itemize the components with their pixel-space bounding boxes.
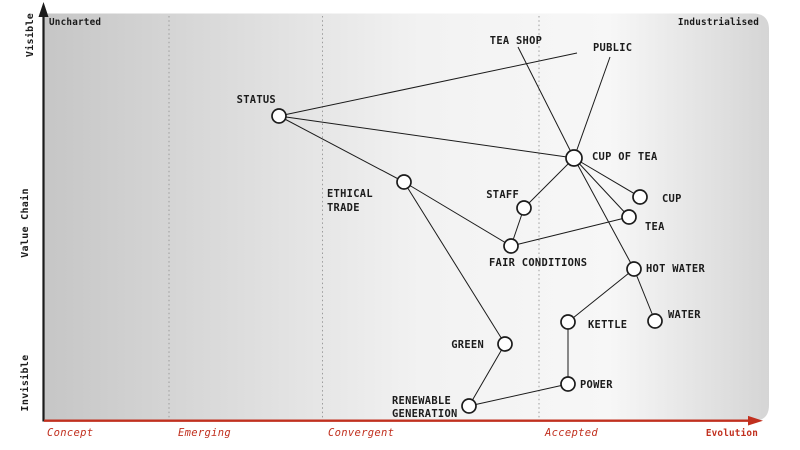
node-green[interactable]	[497, 336, 513, 352]
node-staff[interactable]	[516, 200, 532, 216]
node-label2-ethical-trade: TRADE	[327, 202, 360, 214]
y-axis-title: Value Chain	[19, 188, 31, 258]
stage-label-convergent: Convergent	[328, 427, 394, 439]
node-label-power: POWER	[580, 379, 613, 391]
node-label-status: STATUS	[237, 94, 276, 106]
node-label-kettle: KETTLE	[588, 319, 627, 331]
edge-tea-shop-cup-of-tea	[517, 46, 575, 159]
y-axis-invisible-label: Invisible	[19, 355, 31, 412]
stage-label-emerging: Emerging	[178, 427, 231, 439]
edge-status-cup-of-tea	[278, 115, 575, 159]
edge-status-ethical-trade	[278, 115, 405, 183]
node-water[interactable]	[647, 313, 663, 329]
node-label2-renewable-generation: GENERATION	[392, 408, 458, 420]
node-renewable-generation[interactable]	[461, 398, 477, 414]
edge-ethical-trade-green	[403, 181, 506, 345]
edge-power-renewable-generation	[468, 383, 569, 407]
node-fair-conditions[interactable]	[503, 238, 519, 254]
y-axis-arrow-icon	[38, 2, 49, 17]
edge-ethical-trade-fair-conditions	[403, 181, 512, 247]
node-ethical-trade[interactable]	[396, 174, 412, 190]
stage-dividers	[168, 16, 540, 419]
edge-hot-water-kettle	[567, 268, 635, 323]
edge-cup-of-tea-staff	[523, 157, 575, 209]
edge-tea-fair-conditions	[510, 216, 630, 247]
node-hot-water[interactable]	[626, 261, 642, 277]
stage-label-concept: Concept	[47, 427, 93, 439]
map-edges	[278, 46, 656, 407]
edge-public-cup-of-tea	[573, 56, 611, 159]
node-kettle[interactable]	[560, 314, 576, 330]
node-label-fair-conditions: FAIR CONDITIONS	[489, 257, 587, 269]
node-label-cup: CUP	[662, 193, 682, 205]
node-label-cup-of-tea: CUP OF TEA	[592, 151, 658, 163]
node-label-ethical-trade: ETHICAL	[327, 188, 373, 200]
map-node-labels: TEA SHOP PUBLIC STATUS CUP OF TEA CUP TEA STAF…	[237, 35, 705, 420]
x-axis-arrow-icon	[748, 415, 763, 426]
edge-cup-of-tea-hot-water	[573, 157, 635, 270]
node-power[interactable]	[560, 376, 576, 392]
node-tea[interactable]	[621, 209, 637, 225]
edge-cup-of-tea-tea	[573, 157, 630, 218]
evolution-label: Evolution	[706, 428, 758, 439]
industrialised-label: Industrialised	[678, 17, 759, 28]
map-nodes	[271, 108, 663, 414]
edge-status-public	[278, 52, 578, 117]
node-cup-of-tea[interactable]	[565, 149, 583, 167]
uncharted-label: Uncharted	[49, 17, 101, 28]
edge-renewable-generation-green	[468, 343, 506, 407]
node-label-renewable-generation: RENEWABLE	[392, 395, 451, 407]
edge-cup-of-tea-cup	[573, 157, 641, 198]
y-axis-visible-label: Visible	[24, 13, 36, 57]
node-label-staff: STAFF	[486, 189, 519, 201]
node-label-tea: TEA	[645, 221, 665, 233]
node-label-public: PUBLIC	[593, 42, 632, 54]
node-label-hot-water: HOT WATER	[646, 263, 705, 275]
node-cup[interactable]	[632, 189, 648, 205]
node-label-tea-shop: TEA SHOP	[490, 35, 542, 47]
stage-label-accepted: Accepted	[544, 427, 598, 439]
node-status[interactable]	[271, 108, 287, 124]
map-background	[44, 13, 769, 421]
stage-labels: Concept Emerging Convergent Accepted	[47, 427, 598, 439]
node-label-water: WATER	[668, 309, 701, 321]
node-label-green: GREEN	[451, 339, 484, 351]
edge-hot-water-water	[633, 268, 656, 322]
